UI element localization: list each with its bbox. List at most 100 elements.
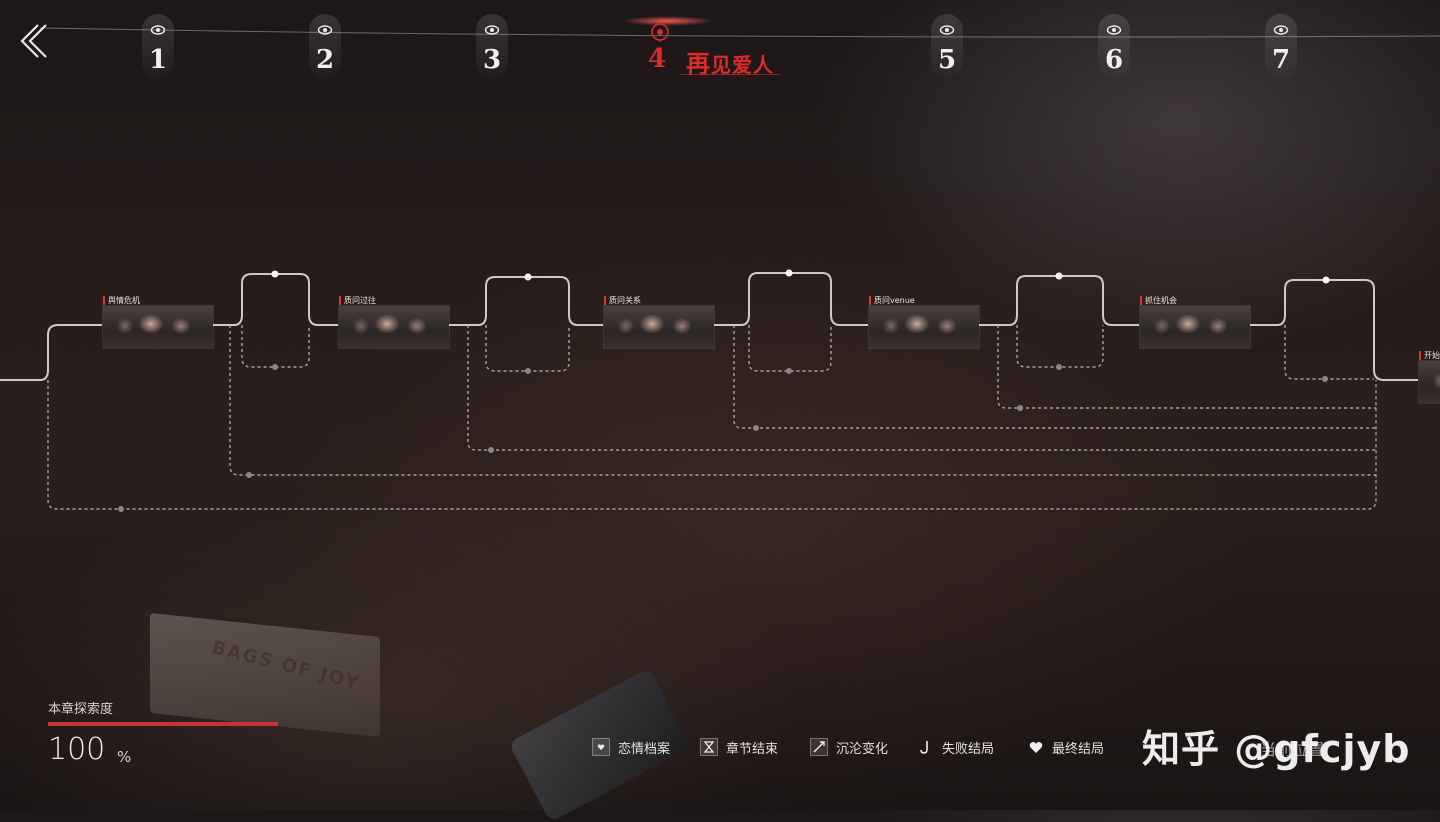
progress-bar [48,722,278,726]
branch-path [748,325,832,372]
progress-unit: % [117,748,132,766]
branch-path [1016,325,1104,368]
path-dot [753,425,759,431]
chapter-tab-7[interactable]: 7 [1265,14,1297,78]
story-node[interactable]: 舆情危机 [102,296,214,349]
legend-label: 失败结局 [942,741,995,757]
chapter-title-first: 再 [686,50,711,78]
node-label: 抓住机会 [1140,296,1177,305]
chapter-number: 6 [1104,45,1124,75]
node-thumbnail [339,306,449,348]
node-label: 质问过往 [339,296,376,305]
chapter-tab-6[interactable]: 6 [1098,14,1130,78]
legend-label: 恋情档案 [618,741,671,757]
chapter-tab-5[interactable]: 5 [931,14,963,78]
main-path [0,324,102,381]
legend-label: 最终结局 [1052,741,1105,757]
story-node[interactable]: 抓住机会 [1139,296,1251,349]
chapter-number: 5 [937,45,957,75]
spark-icon [810,738,828,756]
eye-icon [317,25,333,35]
legend-fail-ending[interactable]: 失败结局 [918,736,994,758]
branch-path [1284,325,1374,380]
eye-icon [150,25,166,35]
chapter-tab-1[interactable]: 1 [142,14,174,78]
progress-value: 100 [48,732,106,767]
heart-icon [1029,742,1043,753]
node-thumbnail [103,306,213,348]
path-dot [785,269,793,277]
chapter-tab-4-active[interactable]: 4 再见爱人 [622,16,792,80]
node-label: 舆情危机 [103,296,140,305]
branch-path [485,325,570,372]
path-dot [524,273,532,281]
chapter-tab-3[interactable]: 3 [476,14,508,78]
path-dot [1055,272,1063,280]
legend-label: 沉沦变化 [836,741,889,757]
path-dot [1322,376,1328,382]
legend-label: 章节结束 [726,741,779,757]
story-node[interactable]: 质问关系 [603,296,715,349]
path-dot [525,368,531,374]
back-arrow-icon[interactable] [18,22,52,60]
chapter-number: 3 [482,45,502,75]
eye-icon [651,23,669,42]
chapter-pill [1265,14,1297,78]
path-dot [488,447,494,453]
chapter-pill [476,14,508,78]
path-dot [786,368,792,374]
heart-file-icon [592,738,610,756]
progress-label: 本章探索度 [48,702,114,717]
chapter-tab-2[interactable]: 2 [309,14,341,78]
main-path [446,276,603,326]
branch-path [241,325,310,368]
story-node-partial[interactable]: 开始调 [1418,351,1440,404]
main-path [1247,279,1418,381]
node-thumbnail [1140,306,1250,348]
node-label: 质问关系 [604,296,641,305]
legend-final-ending[interactable]: 最终结局 [1028,736,1104,758]
legend-chapter-end[interactable]: 章节结束 [700,736,778,758]
story-node[interactable]: 质问venue [868,296,980,349]
path-dot [118,506,124,512]
main-path [976,275,1139,326]
chapter-number: 4 [648,44,667,74]
path-dot [272,364,278,370]
path-dot [1322,276,1330,284]
main-path [212,273,338,326]
chapter-pill [309,14,341,78]
legend-change[interactable]: 沉沦变化 [810,736,888,758]
hourglass-icon [700,738,718,756]
node-thumbnail [1419,361,1440,403]
eye-icon [1273,25,1289,35]
node-thumbnail [869,306,979,348]
main-path [711,272,868,326]
chapter-pill [142,14,174,78]
path-dot [271,270,279,278]
story-node[interactable]: 质问过往 [338,296,450,349]
hook-icon [920,741,928,754]
legend-romance-file[interactable]: 恋情档案 [592,736,670,758]
chapter-number: 2 [315,45,335,75]
branch-path [47,380,1377,510]
current-position-label: 当前位置 [1260,740,1325,759]
chapter-title-rest: 见爱人 [711,53,774,77]
node-thumbnail [604,306,714,348]
node-label: 开始调 [1419,351,1440,360]
path-dot [246,472,252,478]
chapter-number: 1 [148,45,168,75]
path-dot [1017,405,1023,411]
chapter-title: 再见爱人 [686,44,774,79]
chapter-number: 7 [1271,45,1291,75]
path-dot [1056,364,1062,370]
eye-icon [939,25,955,35]
chapter-pill [931,14,963,78]
chapter-underline [680,74,780,75]
chapter-pill [1098,14,1130,78]
eye-icon [484,25,500,35]
node-label: 质问venue [869,296,915,305]
eye-icon [1106,25,1122,35]
zhihu-watermark: 知乎 @gfcjyb [1142,727,1411,771]
